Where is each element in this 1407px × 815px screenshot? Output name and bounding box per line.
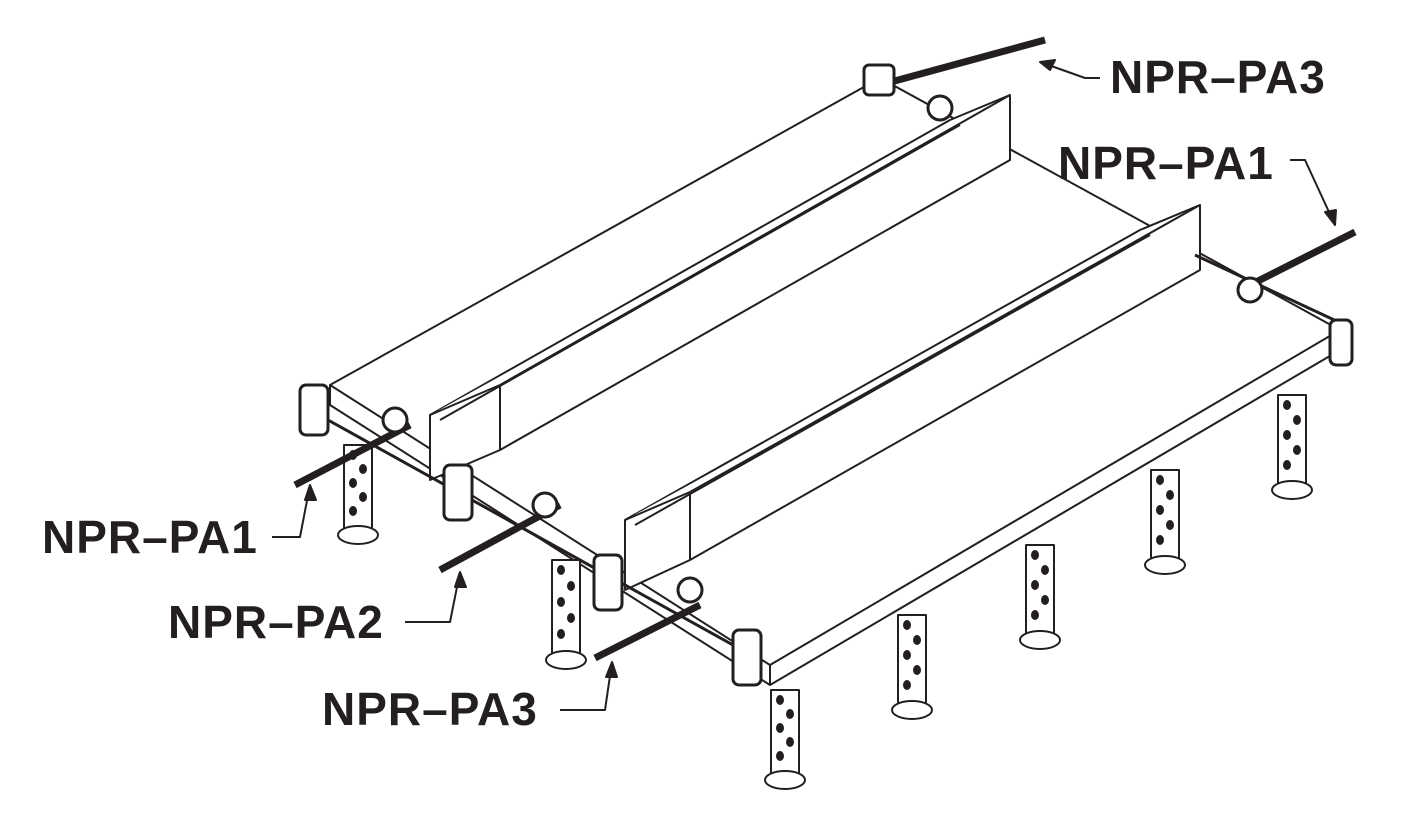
table-leg [1271,394,1313,500]
table-leg [545,559,587,670]
table-leg [891,614,933,720]
label-npr-pa1-right: NPR–PA1 [1058,137,1274,189]
label-npr-pa2: NPR–PA2 [168,596,384,648]
rail-1 [429,94,1011,481]
label-npr-pa3-top: NPR–PA3 [1110,51,1326,103]
table-leg [1019,544,1061,650]
rail-2 [624,204,1201,591]
clamp-bars [293,36,1357,687]
label-npr-pa3-left: NPR–PA3 [322,683,538,735]
leader-lines [272,59,1337,711]
table-leg [764,689,806,790]
table-leg [1144,469,1186,575]
label-npr-pa1-left: NPR–PA1 [42,511,258,563]
legs [337,394,1313,790]
